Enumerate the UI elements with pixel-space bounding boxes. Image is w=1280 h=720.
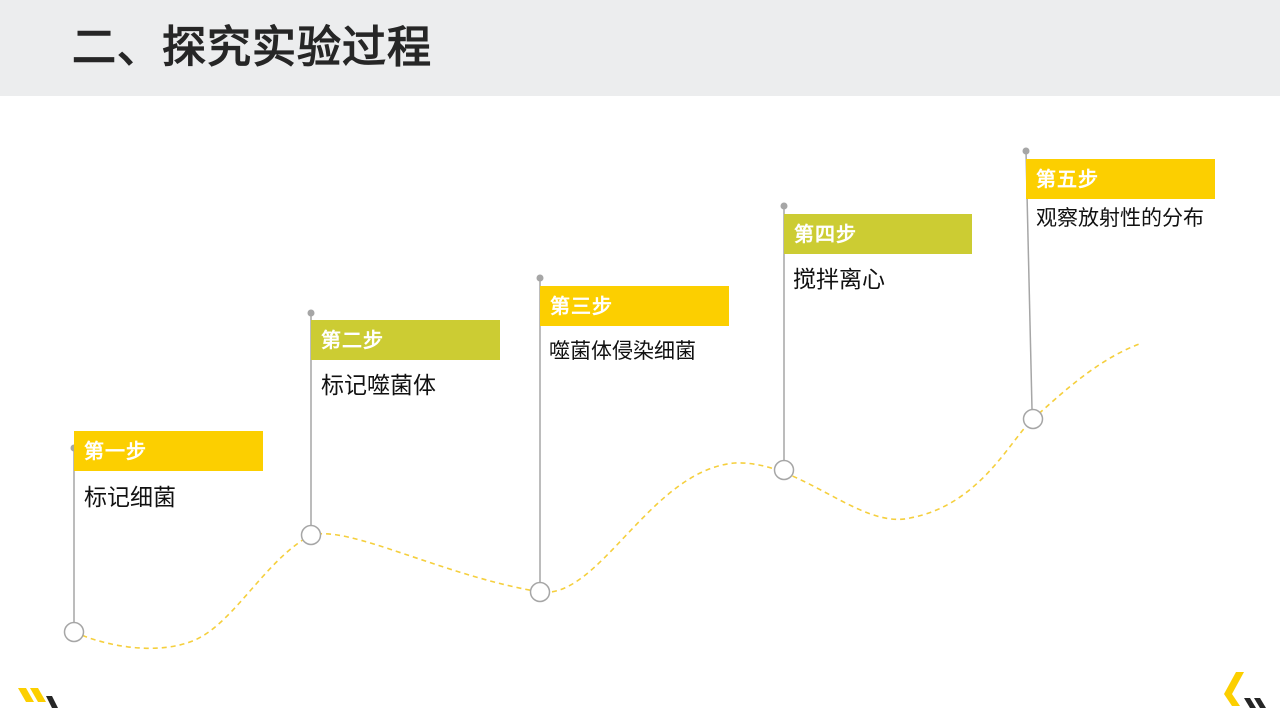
pole-top-dot-2 <box>307 309 315 317</box>
step-4-label: 第四步 <box>784 214 972 254</box>
page-title: 二、探究实验过程 <box>72 22 432 73</box>
step-1-desc: 标记细菌 <box>84 485 176 511</box>
header-bar: 二、探究实验过程 <box>0 0 1280 96</box>
step-3-desc: 噬菌体侵染细菌 <box>549 339 696 363</box>
step-2-label: 第二步 <box>311 320 500 360</box>
timeline-curve <box>73 342 1143 650</box>
step-4-desc: 搅拌离心 <box>793 267 885 293</box>
pole-top-dot-3 <box>536 274 544 282</box>
node-5 <box>1022 408 1044 430</box>
step-3-label: 第三步 <box>540 286 729 326</box>
corner-decoration-left <box>18 688 58 708</box>
node-1 <box>63 621 85 643</box>
step-5-desc: 观察放射性的分布 <box>1036 206 1204 230</box>
step-2-desc: 标记噬菌体 <box>321 373 436 399</box>
node-4 <box>773 459 795 481</box>
node-2 <box>300 524 322 546</box>
step-1-label: 第一步 <box>74 431 263 471</box>
node-3 <box>529 581 551 603</box>
pole-top-dot-5 <box>1022 147 1030 155</box>
corner-decoration-right <box>1224 672 1266 708</box>
step-5-label: 第五步 <box>1026 159 1215 199</box>
pole-top-dot-4 <box>780 202 788 210</box>
